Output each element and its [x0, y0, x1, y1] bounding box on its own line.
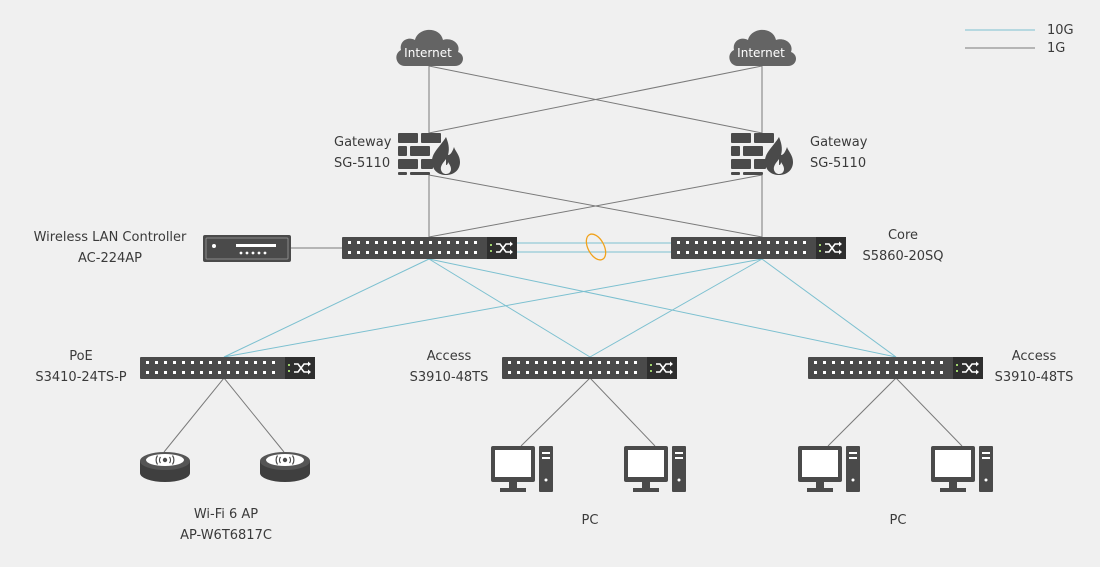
gateway-title: Gateway	[334, 135, 392, 150]
access-title: Access	[1011, 349, 1057, 364]
links-1g	[163, 65, 963, 453]
poe-title: PoE	[69, 349, 93, 364]
ap-model: AP-W6T6817C	[180, 528, 272, 543]
poe-model: S3410-24TS-P	[35, 370, 127, 385]
core-title: Core	[887, 228, 919, 243]
core-model: S5860-20SQ	[862, 249, 944, 264]
switch-icon	[341, 236, 518, 260]
cloud-label: Internet	[737, 46, 785, 60]
switch-icon	[139, 356, 316, 380]
wireless-controller-icon	[203, 235, 291, 262]
gateway-model: SG-5110	[334, 156, 391, 171]
access-point-icon	[139, 451, 191, 483]
gateway-title: Gateway	[810, 135, 868, 150]
gateway-model: SG-5110	[810, 156, 867, 171]
legend	[965, 29, 1035, 49]
internet-cloud-left: Internet	[396, 29, 464, 66]
pc-icon	[798, 446, 860, 492]
legend-10g-label: 10G	[1047, 23, 1074, 38]
access-right-label: Access S3910-48TS	[995, 346, 1074, 388]
access-model: S3910-48TS	[409, 370, 489, 385]
link-aggregation-ring	[585, 233, 607, 261]
core-label: Core S5860-20SQ	[862, 225, 943, 267]
firewall-icon	[731, 133, 793, 175]
access-left-label: Access S3910-48TS	[410, 346, 489, 388]
wlc-label: Wireless LAN Controller AC-224AP	[34, 227, 187, 269]
switch-icon	[501, 356, 678, 380]
access-title: Access	[426, 349, 472, 364]
switch-icon	[670, 236, 847, 260]
gateway-right-label: Gateway SG-5110	[810, 132, 867, 174]
switch-icon	[807, 356, 984, 380]
poe-label: PoE S3410-24TS-P	[35, 346, 126, 388]
pc-icon	[491, 446, 553, 492]
legend-1g-label: 1G	[1047, 41, 1066, 56]
links-10g	[223, 242, 897, 358]
ap-title: Wi-Fi 6 AP	[193, 507, 259, 522]
pc-icon	[931, 446, 993, 492]
ap-group-label: Wi-Fi 6 AP AP-W6T6817C	[180, 504, 272, 546]
wlc-model: AC-224AP	[78, 251, 142, 266]
cloud-label: Internet	[404, 46, 452, 60]
internet-cloud-right: Internet	[729, 29, 797, 66]
pc-group-left-label: PC	[581, 513, 599, 528]
access-point-icon	[259, 451, 311, 483]
gateway-left-label: Gateway SG-5110	[334, 132, 391, 174]
firewall-icon	[398, 133, 460, 175]
access-model: S3910-48TS	[994, 370, 1074, 385]
pc-group-right-label: PC	[889, 513, 907, 528]
wlc-title: Wireless LAN Controller	[33, 230, 187, 245]
pc-icon	[624, 446, 686, 492]
